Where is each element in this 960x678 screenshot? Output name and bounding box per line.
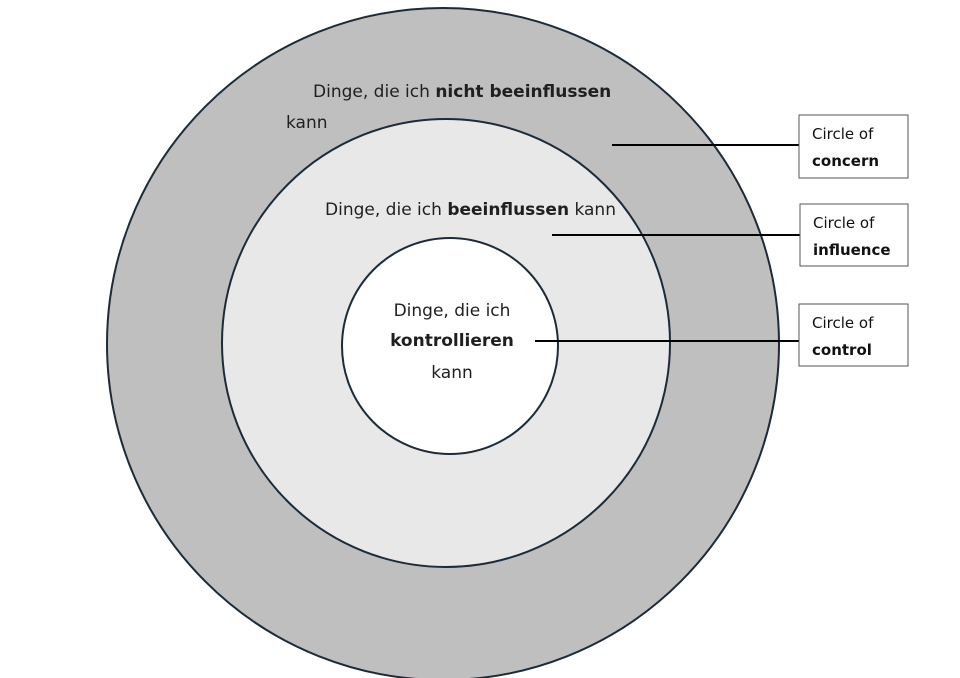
influence-text-bold: beeinflussen [447,200,569,220]
label-influence-line1: Circle of [813,214,875,232]
concern-text-normal: Dinge, die ich [313,82,435,102]
control-text-line1: Dinge, die ich [394,301,511,321]
label-box-concern: Circle of concern [798,114,909,179]
label-box-control: Circle of control [798,303,909,367]
circle-of-control [341,237,559,455]
label-box-influence: Circle of influence [799,203,909,267]
label-control-line2: control [812,341,872,359]
concern-text-line2: kann [286,113,328,133]
control-text-line3: kann [431,363,473,383]
concern-text-line1: Dinge, die ich nicht beeinflussen [286,82,627,102]
label-concern-line1: Circle of [812,125,874,143]
concern-text-bold: nicht beeinflussen [435,82,611,102]
label-influence-line2: influence [813,241,891,259]
control-text-line2: kontrollieren [390,331,514,351]
influence-text: Dinge, die ich beeinflussen kann [298,200,632,220]
influence-text-after: kann [569,200,616,220]
influence-text-before: Dinge, die ich [325,200,447,220]
label-concern-line2: concern [812,152,879,170]
label-control-line1: Circle of [812,314,874,332]
